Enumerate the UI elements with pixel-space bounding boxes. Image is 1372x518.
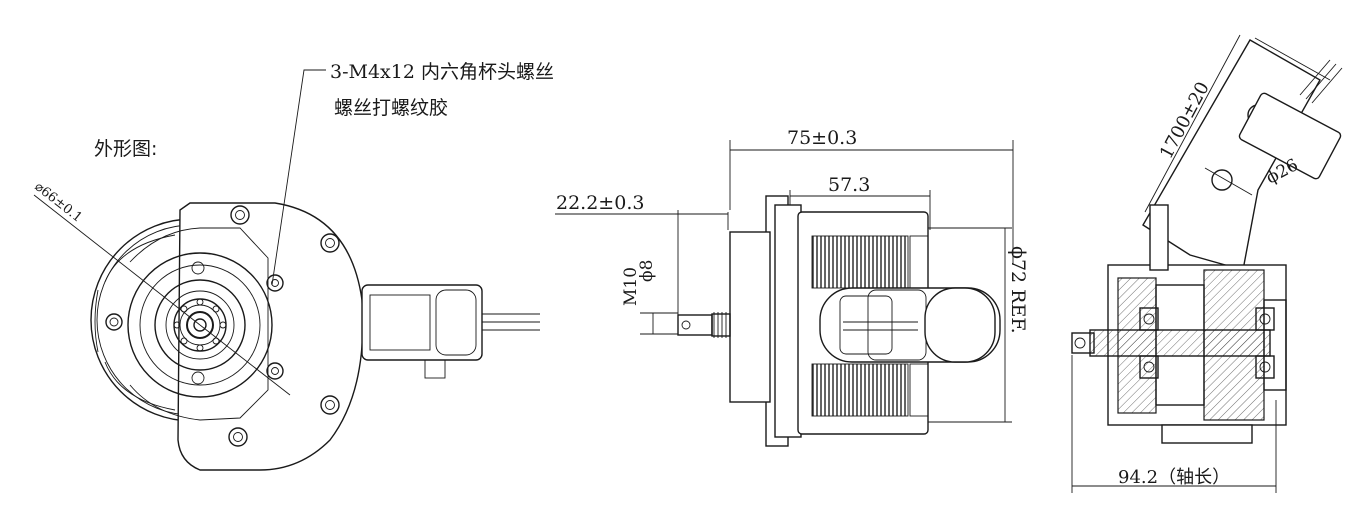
mounting-holes	[105, 205, 340, 447]
bearings	[1139, 307, 1275, 379]
thread-glue-label: 螺丝打螺纹胶	[334, 97, 448, 119]
dim-m10-label: M10	[621, 267, 641, 306]
dim-75-label: 75±0.3	[787, 127, 857, 149]
diameter-66-label: ⌀66±0.1	[32, 179, 85, 225]
side-view	[555, 140, 1014, 447]
dim-94-2-label: 94.2（轴长）	[1118, 467, 1230, 488]
dim-phi8-label: ϕ8	[637, 260, 657, 282]
dim-phi72-label: ϕ72 REF.	[1007, 246, 1029, 334]
outline-title: 外形图:	[94, 138, 157, 160]
dim-57-3-label: 57.3	[828, 174, 870, 196]
screw-spec-label: 3-M4x12 内六角杯头螺丝	[330, 61, 554, 83]
front-view	[33, 69, 540, 471]
section-view	[1071, 34, 1343, 493]
dim-22-2-label: 22.2±0.3	[556, 192, 644, 214]
shaft-thread	[713, 312, 727, 338]
